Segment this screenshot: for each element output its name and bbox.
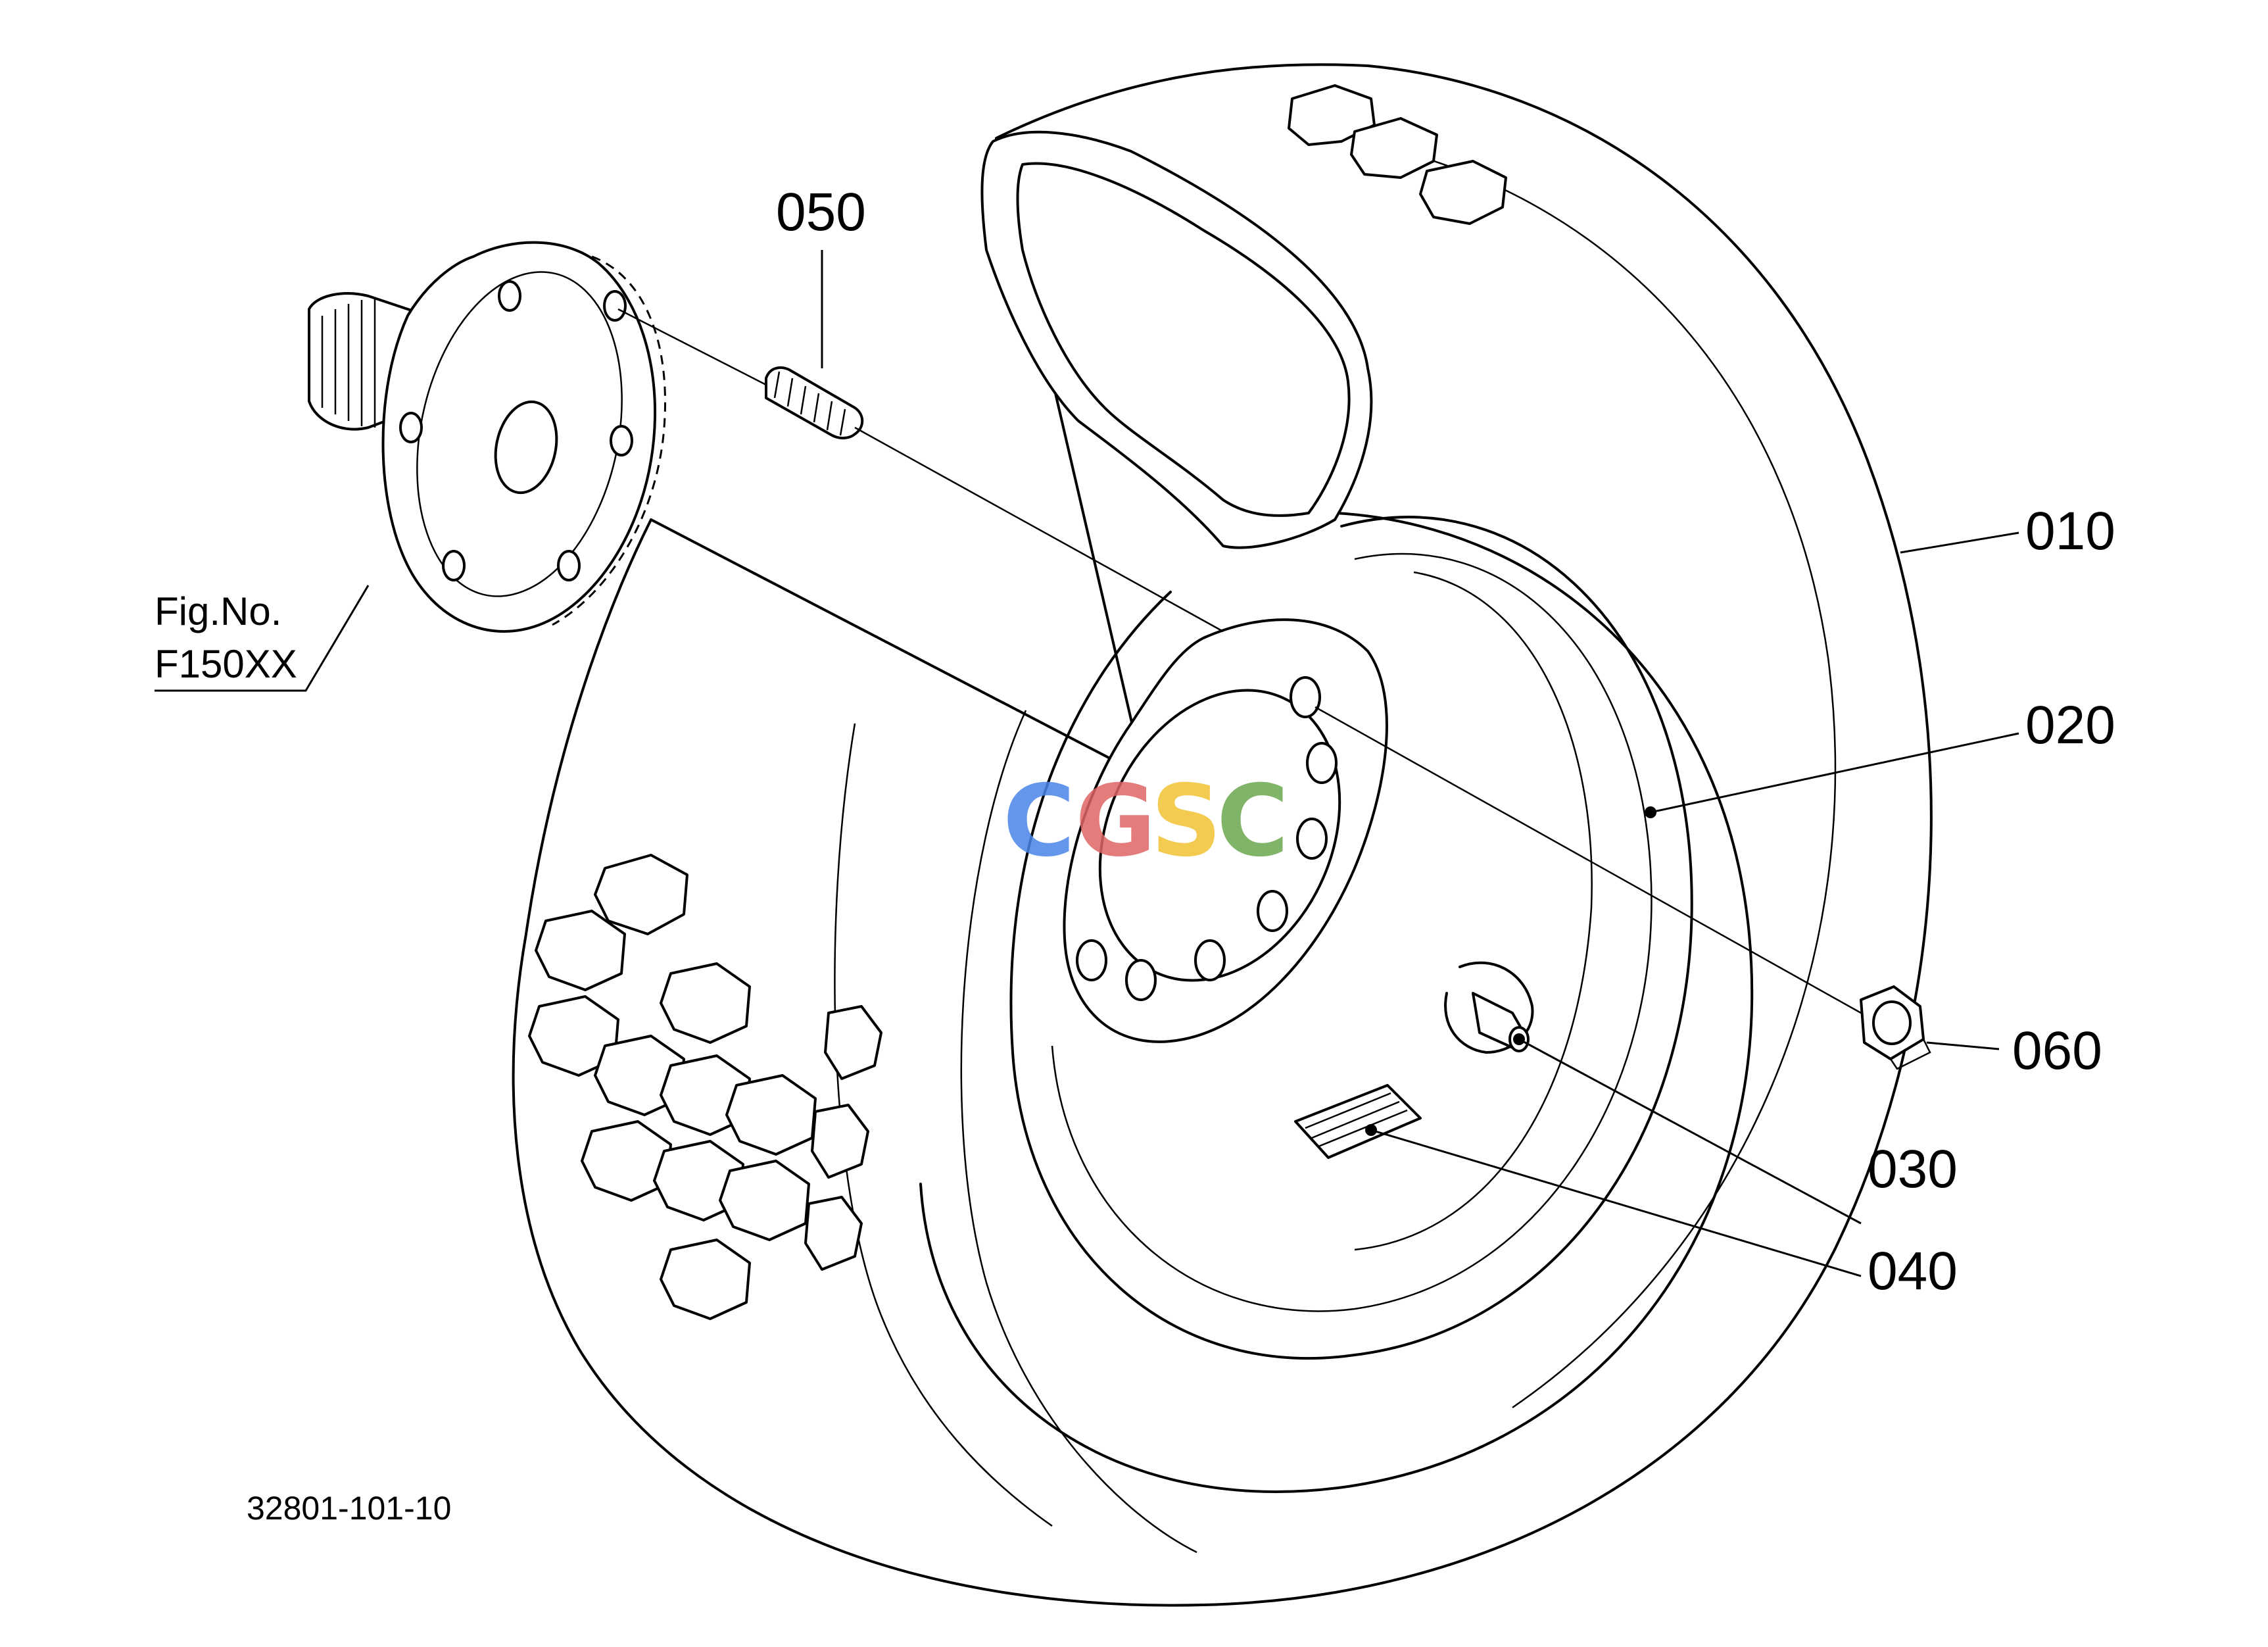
leader-lines (155, 250, 2019, 1277)
rim-020 (1009, 516, 1693, 1360)
callout-labels: 050 010 020 060 030 040 Fig.No. F150XX 3… (155, 182, 2115, 1527)
rim-inner-edge (1051, 553, 1653, 1312)
watermark-letter-s: S (1151, 764, 1222, 879)
hub-flange-dashed (552, 255, 666, 626)
alignment-lines (617, 308, 1862, 1014)
watermark-letter-g: G (1075, 764, 1156, 879)
callout-020: 020 (2025, 695, 2115, 755)
rim-label-040 (1294, 1084, 1422, 1159)
leader-020 (1650, 732, 2019, 814)
callout-050: 050 (776, 182, 866, 242)
stud-050 (765, 366, 864, 439)
callout-060: 060 (2012, 1021, 2102, 1081)
figure-ref-line1: Fig.No. (155, 589, 281, 633)
valve-030 (1472, 992, 1530, 1052)
tread-lugs-top (1288, 84, 1507, 225)
figure-ref-line2: F150XX (155, 642, 297, 686)
watermark-logo: C G S C (1003, 764, 1289, 879)
tire-tread-edge-2 (960, 710, 1197, 1554)
hub-bore (494, 400, 558, 495)
tread-lugs-bottom (528, 854, 882, 1320)
leader-030-dot (1513, 1033, 1525, 1045)
watermark-letter-c1: C (1003, 764, 1075, 879)
leader-040 (1370, 1129, 1862, 1277)
nut-060 (1860, 985, 1931, 1070)
leader-010 (1900, 531, 2019, 554)
leader-fig (155, 585, 370, 692)
callout-030: 030 (1868, 1139, 1958, 1199)
watermark-letter-c2: C (1217, 764, 1289, 879)
tire-tread-edge (834, 723, 1053, 1527)
tire-sidewall-line (919, 510, 1754, 1493)
leader-020-dot (1645, 806, 1656, 818)
leader-030 (1518, 1038, 1862, 1225)
hub-assembly (308, 241, 666, 633)
leader-060 (1926, 1041, 2000, 1050)
leader-040-dot (1365, 1124, 1377, 1136)
rim-bolt-holes (1076, 676, 1338, 1001)
callout-010: 010 (2025, 501, 2115, 561)
tire-cross-section (980, 130, 1373, 549)
tire-sidewall-line-2 (1374, 143, 1837, 1409)
rim-outer-edge (1009, 516, 1693, 1360)
document-number: 32801-101-10 (247, 1490, 451, 1527)
callout-040: 040 (1868, 1241, 1958, 1301)
hub-bolt-holes (399, 280, 633, 581)
rim-well (1354, 571, 1593, 1251)
tire-inner-contour (1016, 162, 1351, 517)
